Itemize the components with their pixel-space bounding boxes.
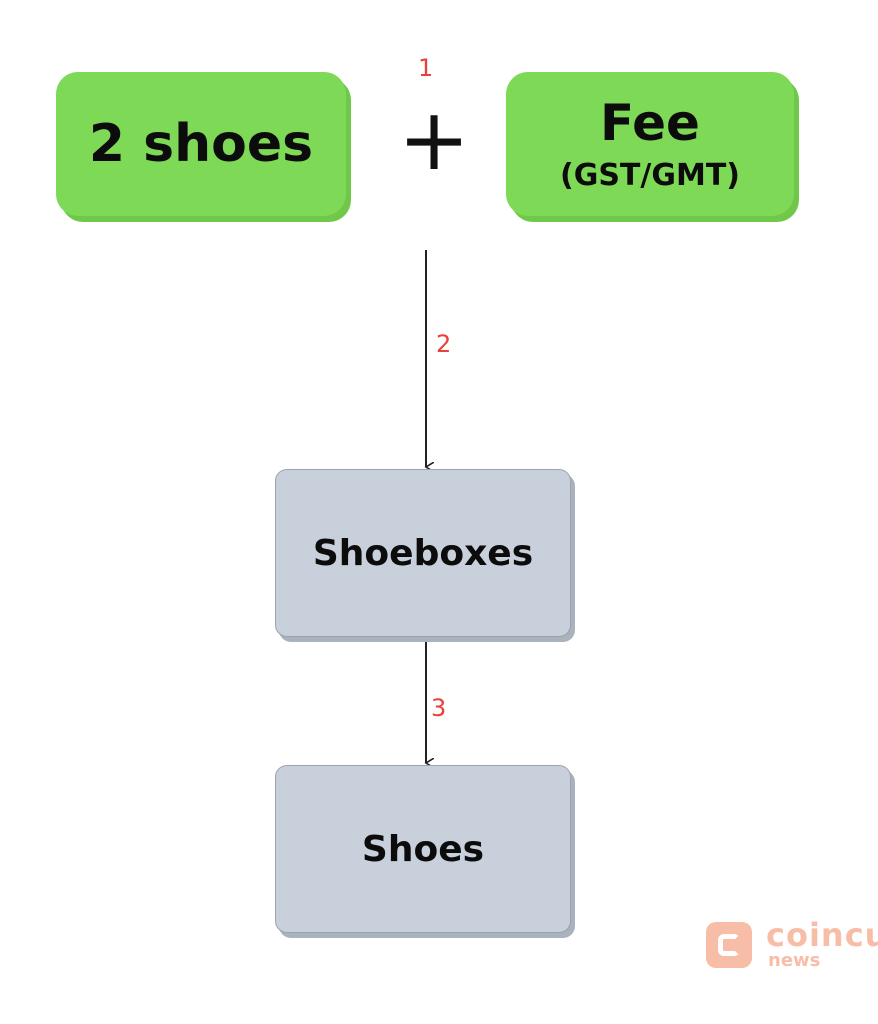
shoes-output-box: Shoes xyxy=(275,765,571,933)
shoeboxes-label: Shoeboxes xyxy=(312,532,534,574)
plus-operator: + xyxy=(398,90,471,190)
coincu-logo-icon xyxy=(706,922,752,968)
input-shoes-box: 2 shoes xyxy=(56,72,346,216)
input-shoes-label: 2 shoes xyxy=(88,114,314,174)
coincu-watermark: coincu news xyxy=(706,916,878,972)
watermark-brand: coincu xyxy=(766,916,878,954)
step-label-2: 2 xyxy=(436,330,452,358)
shoes-output-label: Shoes xyxy=(361,828,485,870)
fee-subtitle: (GST/GMT) xyxy=(559,158,740,194)
fee-box: Fee (GST/GMT) xyxy=(506,72,794,216)
step-label-3: 3 xyxy=(431,694,447,722)
step-label-1: 1 xyxy=(418,54,434,82)
watermark-sub: news xyxy=(768,950,821,971)
fee-title: Fee xyxy=(600,93,700,152)
shoeboxes-box: Shoeboxes xyxy=(275,469,571,637)
